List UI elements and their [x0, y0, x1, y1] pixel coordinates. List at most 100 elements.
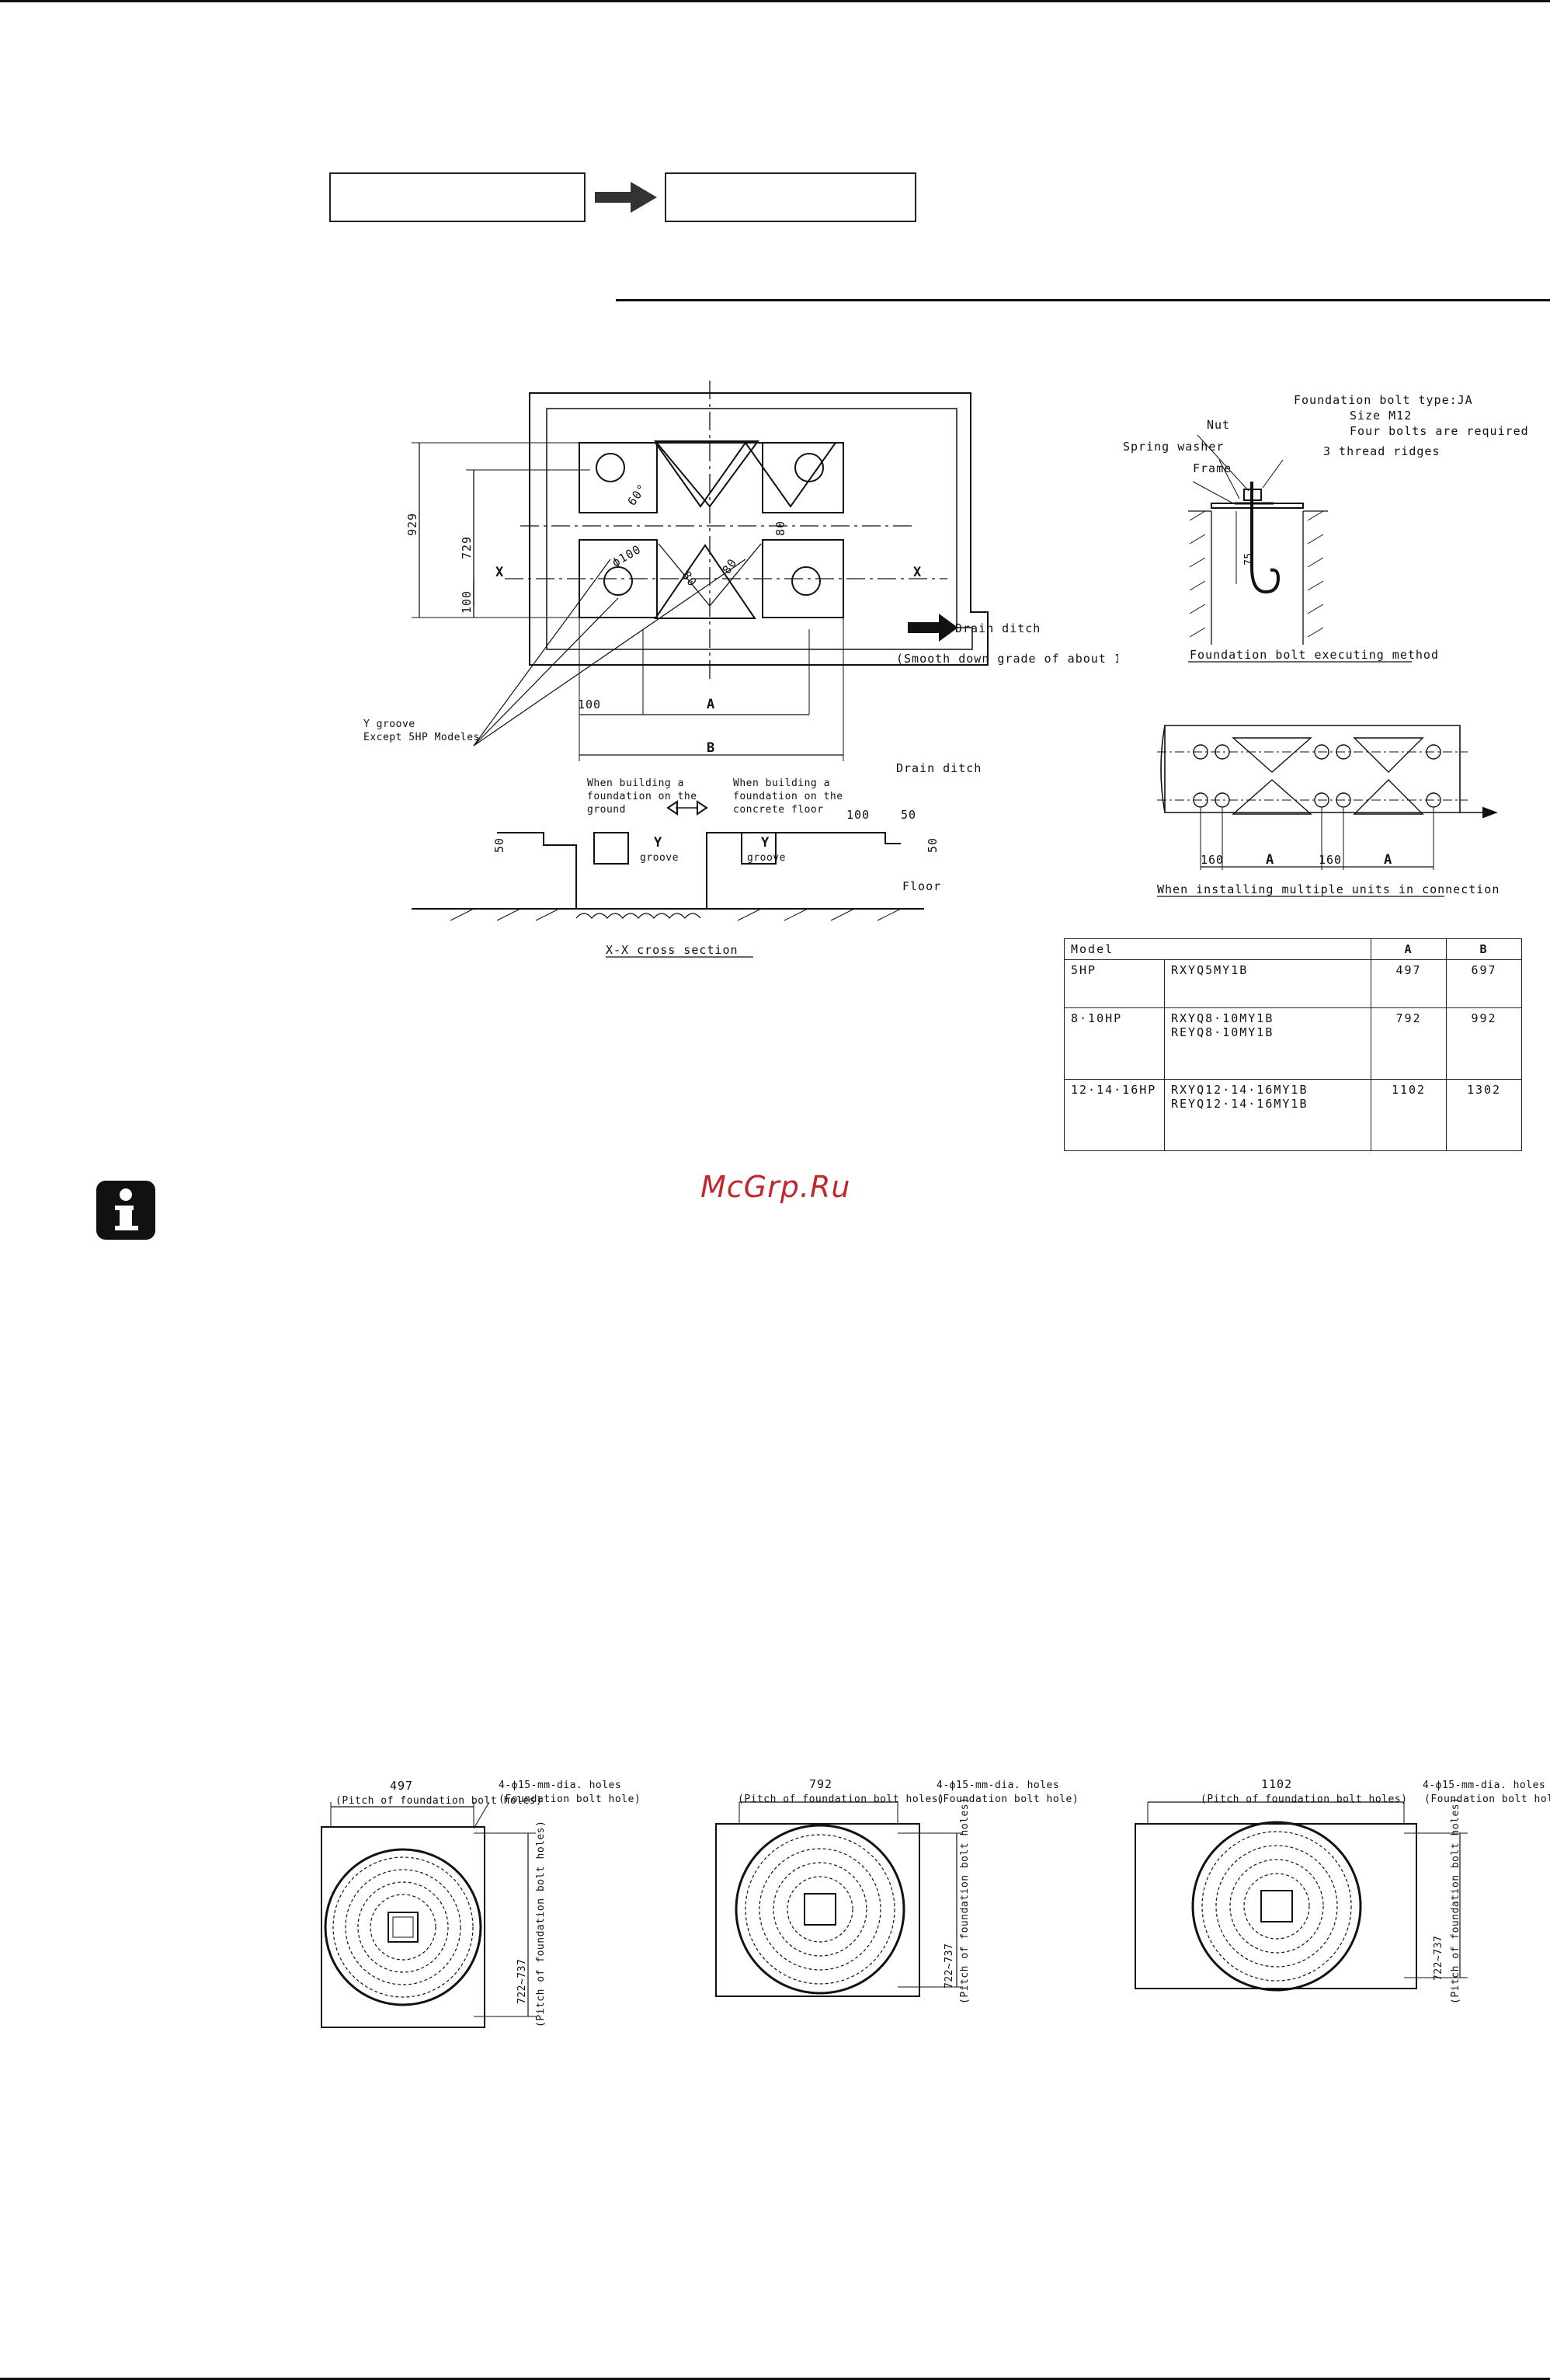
ground-label-3: ground	[587, 804, 626, 816]
table-header-row: Model A B	[1064, 938, 1522, 960]
bolt-75-label: 75	[1243, 552, 1255, 565]
unit2-holes-label: (Foundation bolt hole)	[937, 1794, 1079, 1805]
flow-box-right	[665, 172, 916, 222]
foundation-bolt-labels: Foundation bolt type:JA Size M12 Four bo…	[1123, 393, 1529, 662]
drain-ditch-2-label: Drain ditch	[896, 761, 982, 775]
table-cell-models: RXYQ12·14·16MY1B REYQ12·14·16MY1B	[1164, 1079, 1371, 1151]
except-5hp-label: Except 5HP Modeles	[363, 732, 480, 743]
table-cell-hp: 12·14·16HP	[1064, 1079, 1165, 1151]
unit2-pitch: 792	[809, 1777, 832, 1791]
table-cell-models: RXYQ5MY1B	[1164, 959, 1371, 1008]
unit1-pitch: 497	[390, 1779, 413, 1793]
unit3-holes-label: (Foundation bolt hole)	[1424, 1794, 1550, 1805]
dim-100-bottom-label: 100	[578, 698, 601, 712]
table-cell-a: 497	[1371, 959, 1447, 1008]
multi-160-a-label: 160	[1201, 853, 1224, 867]
table-row: 8·10HP RXYQ8·10MY1B REYQ8·10MY1B 792 992	[1064, 1007, 1522, 1080]
table-row: 5HP RXYQ5MY1B 497 697	[1064, 959, 1522, 1008]
model-name: RXYQ12·14·16MY1B	[1171, 1083, 1308, 1097]
dim-80-b-label: 80	[720, 556, 740, 577]
dim-b-label: B	[707, 740, 714, 756]
table-cell-a: 792	[1371, 1007, 1447, 1080]
flow-box-left	[329, 172, 586, 222]
unit3-holes: 4-ϕ15-mm-dia. holes	[1423, 1780, 1545, 1791]
table-header-a: A	[1371, 938, 1447, 960]
unit1-holes-label: (Foundation bolt hole)	[499, 1794, 641, 1805]
table-cell-b: 992	[1446, 1007, 1522, 1080]
watermark-text: McGrp.Ru	[700, 1170, 851, 1204]
dim-929-label: 929	[405, 513, 419, 536]
cs-50-c-label: 50	[926, 837, 940, 853]
model-name: REYQ8·10MY1B	[1171, 1025, 1274, 1039]
multiple-units-diagram	[1157, 725, 1498, 897]
table-cell-b: 1302	[1446, 1079, 1522, 1151]
multi-units-label: When installing multiple units in connec…	[1157, 882, 1500, 896]
y-groove-1-label: groove	[640, 852, 679, 864]
foundation-plan-diagram	[412, 381, 989, 958]
table-row: 12·14·16HP RXYQ12·14·16MY1B REYQ12·14·16…	[1064, 1079, 1522, 1151]
cs-50-b-label: 50	[901, 808, 916, 822]
bottom-rule	[0, 2378, 1550, 2380]
dim-729-label: 729	[460, 536, 474, 559]
unit2-vpitch-label: (Pitch of foundation bolt holes)	[959, 1797, 971, 2004]
dim-80-c-label: 80	[773, 520, 787, 536]
three-thread-label: 3 thread ridges	[1323, 444, 1440, 458]
unit3-pitch-label: (Pitch of foundation bolt holes)	[1201, 1794, 1407, 1805]
unit2-holes: 4-ϕ15-mm-dia. holes	[937, 1780, 1059, 1791]
four-bolts-label: Four bolts are required	[1350, 424, 1529, 438]
ground-label-2: foundation on the	[587, 791, 697, 802]
dim-80-a-label: 80	[679, 569, 700, 590]
ground-label-1: When building a	[587, 778, 684, 789]
bolt-type-label: Foundation bolt type:JA	[1294, 393, 1473, 407]
concrete-label-3: concrete floor	[733, 804, 824, 816]
table-cell-b: 697	[1446, 959, 1522, 1008]
bolt-method-label: Foundation bolt executing method	[1190, 648, 1439, 662]
unit-view-labels: 497 (Pitch of foundation bolt holes) 4-ϕ…	[335, 1777, 1550, 2027]
x-right-label: X	[913, 565, 922, 580]
x-left-label: X	[495, 565, 504, 580]
nut-label: Nut	[1207, 418, 1230, 432]
foundation-bolt-diagram	[1188, 434, 1412, 663]
bolt-size-label: Size M12	[1350, 409, 1412, 423]
info-icon	[96, 1181, 155, 1240]
model-name: REYQ12·14·16MY1B	[1171, 1097, 1308, 1111]
cs-100-label: 100	[846, 808, 870, 822]
floor-label: Floor	[902, 879, 941, 893]
y-groove-1-y: Y	[654, 835, 662, 851]
unit1-vpitch: 722~737	[516, 1959, 528, 2004]
unit3-vpitch: 722~737	[1433, 1936, 1444, 1981]
dim-a-label: A	[707, 697, 714, 712]
concrete-label-2: foundation on the	[733, 791, 843, 802]
cs-50-a-label: 50	[492, 837, 506, 853]
model-name: RXYQ5MY1B	[1171, 963, 1249, 977]
foundation-plan-labels: 929 729 100 60° ϕ100 80 80 80 X X Drain …	[363, 481, 1118, 957]
unit3-pitch: 1102	[1261, 1777, 1292, 1791]
top-rule	[0, 0, 1550, 2]
table-cell-a: 1102	[1371, 1079, 1447, 1151]
multiple-units-labels: 160 A 160 A When installing multiple uni…	[1157, 852, 1500, 896]
flow-arrow-icon	[595, 182, 657, 213]
table-cell-hp: 8·10HP	[1064, 1007, 1165, 1080]
unit1-pitch-label: (Pitch of foundation bolt holes)	[335, 1795, 542, 1807]
unit-view-5hp	[311, 1779, 652, 2035]
unit-view-8-10hp	[714, 1779, 1056, 2020]
table-header-b: B	[1446, 938, 1522, 960]
unit1-holes: 4-ϕ15-mm-dia. holes	[499, 1780, 621, 1791]
concrete-label-1: When building a	[733, 778, 830, 789]
table-cell-models: RXYQ8·10MY1B REYQ8·10MY1B	[1164, 1007, 1371, 1080]
dia-100-label: ϕ100	[610, 542, 644, 570]
unit-view-12-16hp	[1134, 1779, 1545, 2020]
drain-ditch-label: Drain ditch	[955, 621, 1041, 635]
multi-160-b-label: 160	[1319, 853, 1342, 867]
y-groove-2-label: groove	[747, 852, 786, 864]
unit2-vpitch: 722~737	[944, 1943, 955, 1989]
model-dimension-table: Model A B 5HP RXYQ5MY1B 497 697 8·10HP R…	[1064, 938, 1522, 1151]
section-rule	[616, 299, 1550, 301]
angle-60-label: 60°	[625, 481, 650, 508]
model-name: RXYQ8·10MY1B	[1171, 1011, 1274, 1025]
cross-section-label: X-X cross section	[606, 943, 739, 957]
multi-a1-label: A	[1266, 852, 1274, 868]
spring-washer-label: Spring washer	[1123, 440, 1224, 454]
table-cell-hp: 5HP	[1064, 959, 1165, 1008]
multi-a2-label: A	[1384, 852, 1392, 868]
